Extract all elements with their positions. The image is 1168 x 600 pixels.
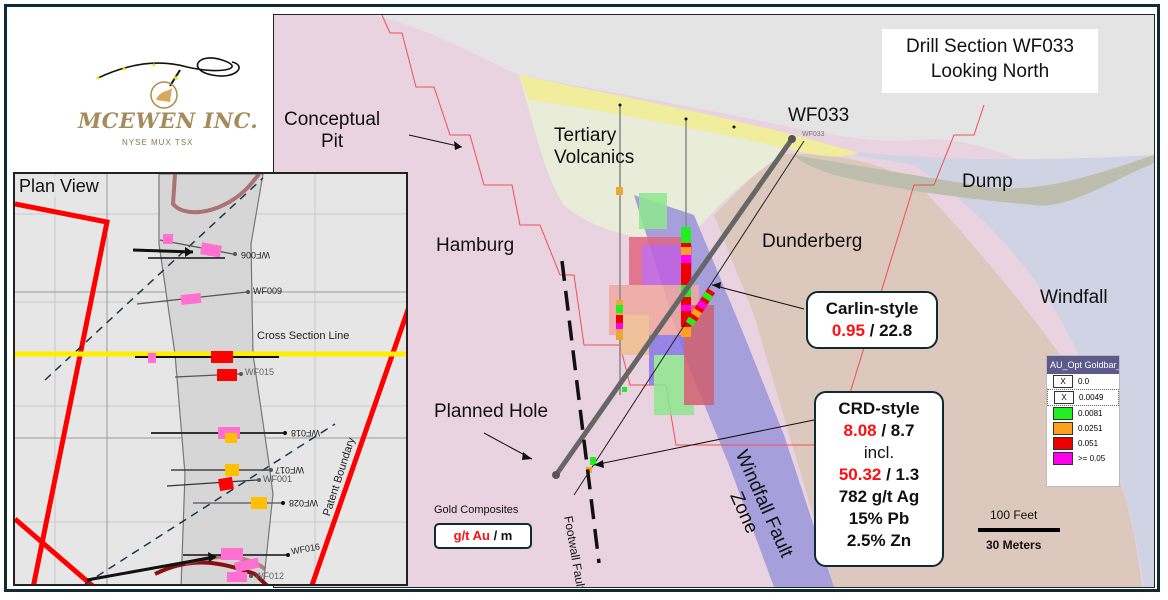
exchange-listings: NYSE MUX TSX [122,138,194,147]
hole-label-wf006: WF006 [241,250,271,260]
legend-item: >= 0.05 [1047,451,1119,466]
hole-label-wf009: WF009 [253,286,283,296]
whip-icon [96,57,240,109]
cross-section-line-label: Cross Section Line [257,330,350,342]
legend-item: 0.0081 [1047,406,1119,421]
company-logo: MCEWEN INC. NYSE MUX TSX [72,40,262,150]
hole-label-wf028: WF028 [289,498,319,508]
windfall-label: Windfall [1040,287,1108,308]
crd-style-callout: CRD-style 8.08 / 8.7 incl. 50.32 / 1.3 7… [814,391,944,567]
plan-view-title: Plan View [19,176,99,197]
dunderberg-label: Dunderberg [762,231,863,252]
hole-label-wf012: WF012 [255,571,285,581]
conceptual-pit-label: Conceptual Pit [284,109,381,152]
legend-title: AU_Opt Goldbar_ [1047,356,1119,374]
planned-hole-label: Planned Hole [434,401,549,422]
plan-view-inset: Plan View Cross Section Line Patent Boun… [13,172,408,586]
wf033-collar-label: WF033 [802,131,825,138]
company-name: MCEWEN INC. [78,108,259,133]
plan-map-graphic [15,174,406,584]
scale-meters-label: 30 Meters [986,538,1042,552]
scale-bar [978,528,1060,532]
section-title: Drill Section WF033 Looking North [882,29,1098,93]
wf033-label: WF033 [788,105,850,126]
legend-item: 0.0251 [1047,421,1119,436]
hole-label-wf018: WF018 [291,428,321,438]
tertiary-volcanics-label: Tertiary Volcanics [554,125,635,168]
hole-label-wf001: WF001 [263,474,293,484]
gold-composites-key: g/t Au / m [434,523,532,549]
gold-composites-title: Gold Composites [434,504,519,516]
hole-label-wf015: WF015 [245,367,275,377]
carlin-style-callout: Carlin-style 0.95 / 22.8 [806,291,938,349]
drill-section: Conceptual Pit Tertiary Volcanics Hambur… [273,14,1155,588]
legend-item: 0.051 [1047,436,1119,451]
hamburg-label: Hamburg [436,235,515,256]
dump-label: Dump [962,171,1013,192]
scale-feet-label: 100 Feet [990,508,1038,522]
